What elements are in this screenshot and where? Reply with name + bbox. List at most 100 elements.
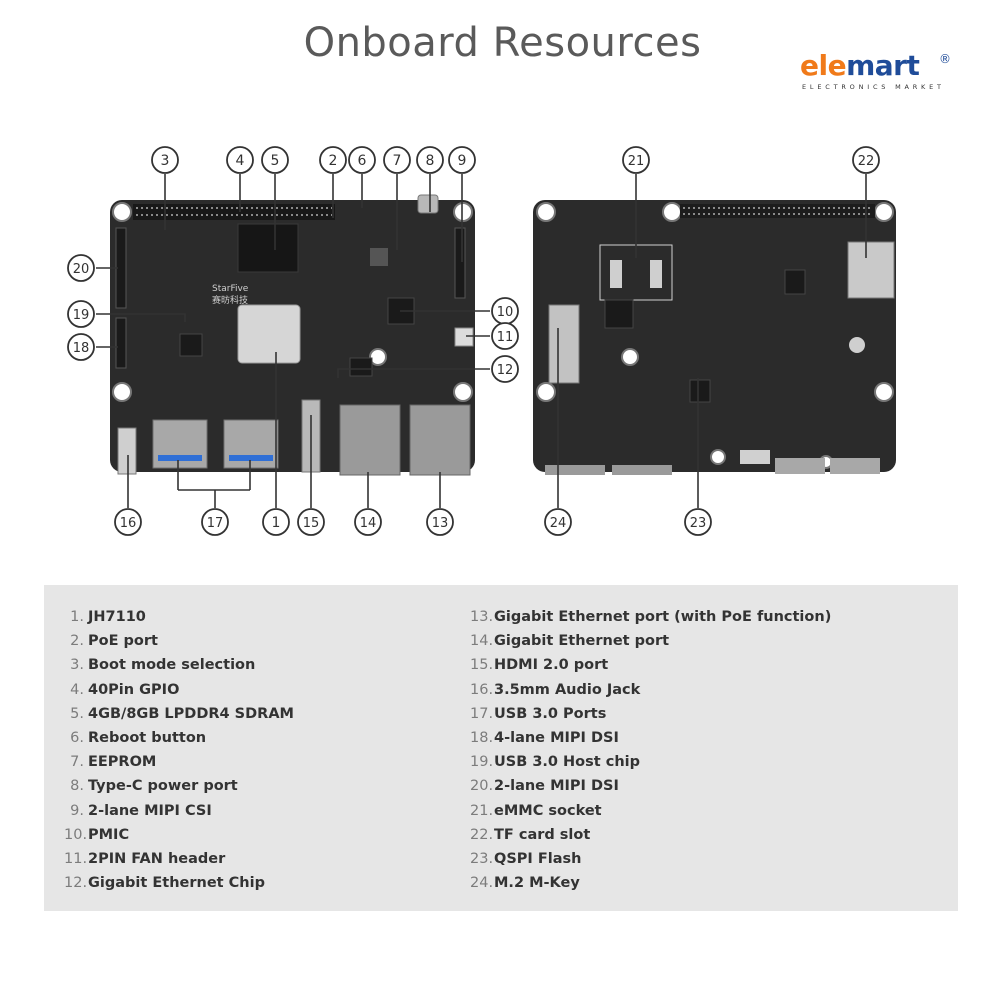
legend-item-number: 3.	[70, 657, 84, 674]
legend-item-label: TF card slot	[494, 826, 591, 843]
legend-item-label: 40Pin GPIO	[88, 681, 180, 698]
callout-14: 14	[354, 508, 382, 536]
callout-number: 6	[358, 153, 367, 169]
legend-item-number: 16.	[470, 681, 494, 698]
legend-item-number: 19.	[470, 754, 494, 771]
legend-item-label: Type-C power port	[88, 778, 238, 795]
callout-number: 14	[360, 516, 377, 531]
legend-item: 24.M.2 M-Key	[470, 871, 831, 895]
legend-item-number: 14.	[470, 633, 494, 650]
callout-16: 16	[114, 508, 142, 536]
legend-item-label: Gigabit Ethernet port	[494, 633, 670, 650]
m2-m-key-socket	[548, 304, 580, 384]
callout-number: 19	[73, 308, 90, 323]
callout-6: 6	[348, 146, 376, 174]
ethernet-port-13	[409, 404, 471, 476]
callout-number: 23	[690, 516, 707, 531]
callout-23: 23	[684, 508, 712, 536]
callout-17: 17	[201, 508, 229, 536]
legend-item: 5.4GB/8GB LPDDR4 SDRAM	[64, 702, 294, 726]
legend-item-label: 2-lane MIPI DSI	[494, 778, 619, 795]
legend-item: 12.Gigabit Ethernet Chip	[64, 871, 294, 895]
legend-item-number: 23.	[470, 850, 494, 867]
legend-item-label: JH7110	[88, 609, 146, 625]
callout-number: 15	[303, 516, 320, 531]
legend-item-number: 20.	[470, 778, 494, 795]
callout-18: 18	[67, 333, 95, 361]
legend-item-label: 2PIN FAN header	[88, 850, 226, 867]
callout-number: 10	[497, 305, 514, 320]
callout-5: 5	[261, 146, 289, 174]
legend-item: 2.PoE port	[64, 629, 294, 653]
legend-item: 6.Reboot button	[64, 726, 294, 750]
callout-19: 19	[67, 300, 95, 328]
legend-item-label: QSPI Flash	[494, 850, 582, 867]
legend-item: 15.HDMI 2.0 port	[470, 653, 831, 677]
logo-mart: mart	[846, 49, 920, 82]
legend-item-number: 17.	[470, 705, 494, 722]
legend-item-number: 12.	[64, 875, 88, 892]
callout-number: 18	[73, 341, 90, 356]
legend-item-number: 5.	[70, 705, 84, 722]
legend-item-label: PMIC	[88, 826, 130, 843]
board-brand-label: StarFive	[212, 284, 249, 294]
legend-item-number: 11.	[64, 850, 88, 867]
callout-9: 9	[448, 146, 476, 174]
legend-item: 13.Gigabit Ethernet port (with PoE funct…	[470, 605, 831, 629]
legend-item: 16.3.5mm Audio Jack	[470, 678, 831, 702]
legend-item-label: HDMI 2.0 port	[494, 657, 609, 674]
callout-number: 9	[458, 153, 467, 169]
elemart-logo: elemart ® ELECTRONICS MARKET	[800, 50, 960, 100]
legend-item: 19.USB 3.0 Host chip	[470, 750, 831, 774]
legend-item-label: Boot mode selection	[88, 657, 256, 674]
board-front: StarFive 赛昉科技	[110, 194, 475, 476]
callout-number: 24	[550, 516, 567, 531]
legend-item-number: 10.	[64, 826, 88, 843]
callout-number: 8	[426, 153, 435, 169]
legend-item-label: Gigabit Ethernet port (with PoE function…	[494, 609, 832, 625]
callout-8: 8	[416, 146, 444, 174]
legend-item-label: Gigabit Ethernet Chip	[88, 875, 265, 892]
jh7110-soc	[237, 304, 301, 364]
legend-item: 21.eMMC socket	[470, 799, 831, 823]
callout-number: 11	[497, 330, 514, 345]
legend-item: 17.USB 3.0 Ports	[470, 702, 831, 726]
legend-item-number: 7.	[70, 754, 84, 771]
legend-item: 9.2-lane MIPI CSI	[64, 799, 294, 823]
legend-item-number: 2.	[70, 633, 84, 650]
callout-number: 2	[329, 153, 338, 169]
board-back	[533, 200, 896, 475]
legend-item-label: USB 3.0 Ports	[494, 705, 607, 722]
callout-number: 13	[432, 516, 449, 531]
callout-number: 17	[207, 516, 224, 531]
legend-item-number: 8.	[70, 778, 84, 795]
mipi-csi-connector	[454, 227, 466, 299]
legend-item-number: 18.	[470, 729, 494, 746]
tf-card-slot	[847, 241, 895, 299]
legend-item-label: 4GB/8GB LPDDR4 SDRAM	[88, 705, 294, 722]
logo-tagline: ELECTRONICS MARKET	[802, 83, 945, 91]
callout-4: 4	[226, 146, 254, 174]
callout-number: 21	[628, 154, 645, 169]
legend-item-label: USB 3.0 Host chip	[494, 754, 641, 771]
legend-item: 4.40Pin GPIO	[64, 678, 294, 702]
callout-7: 7	[383, 146, 411, 174]
callout-20: 20	[67, 254, 95, 282]
legend-item-number: 15.	[470, 657, 494, 674]
callout-number: 3	[161, 153, 170, 169]
legend-item-label: 4-lane MIPI DSI	[494, 729, 619, 746]
board-diagram: StarFive 赛昉科技	[67, 146, 896, 536]
callout-number: 22	[858, 154, 875, 169]
audio-jack	[117, 427, 137, 475]
legend-item-label: EEPROM	[88, 754, 157, 771]
callout-1: 1	[262, 508, 290, 536]
legend-item-label: 3.5mm Audio Jack	[494, 681, 641, 698]
legend-item-label: eMMC socket	[494, 802, 602, 819]
legend-item: 22.TF card slot	[470, 823, 831, 847]
mipi-dsi-4lane-connector	[115, 317, 127, 369]
type-c-port	[417, 194, 439, 214]
board-chinese-label: 赛昉科技	[212, 294, 248, 306]
legend-item: 18.4-lane MIPI DSI	[470, 726, 831, 750]
callout-2: 2	[319, 146, 347, 174]
